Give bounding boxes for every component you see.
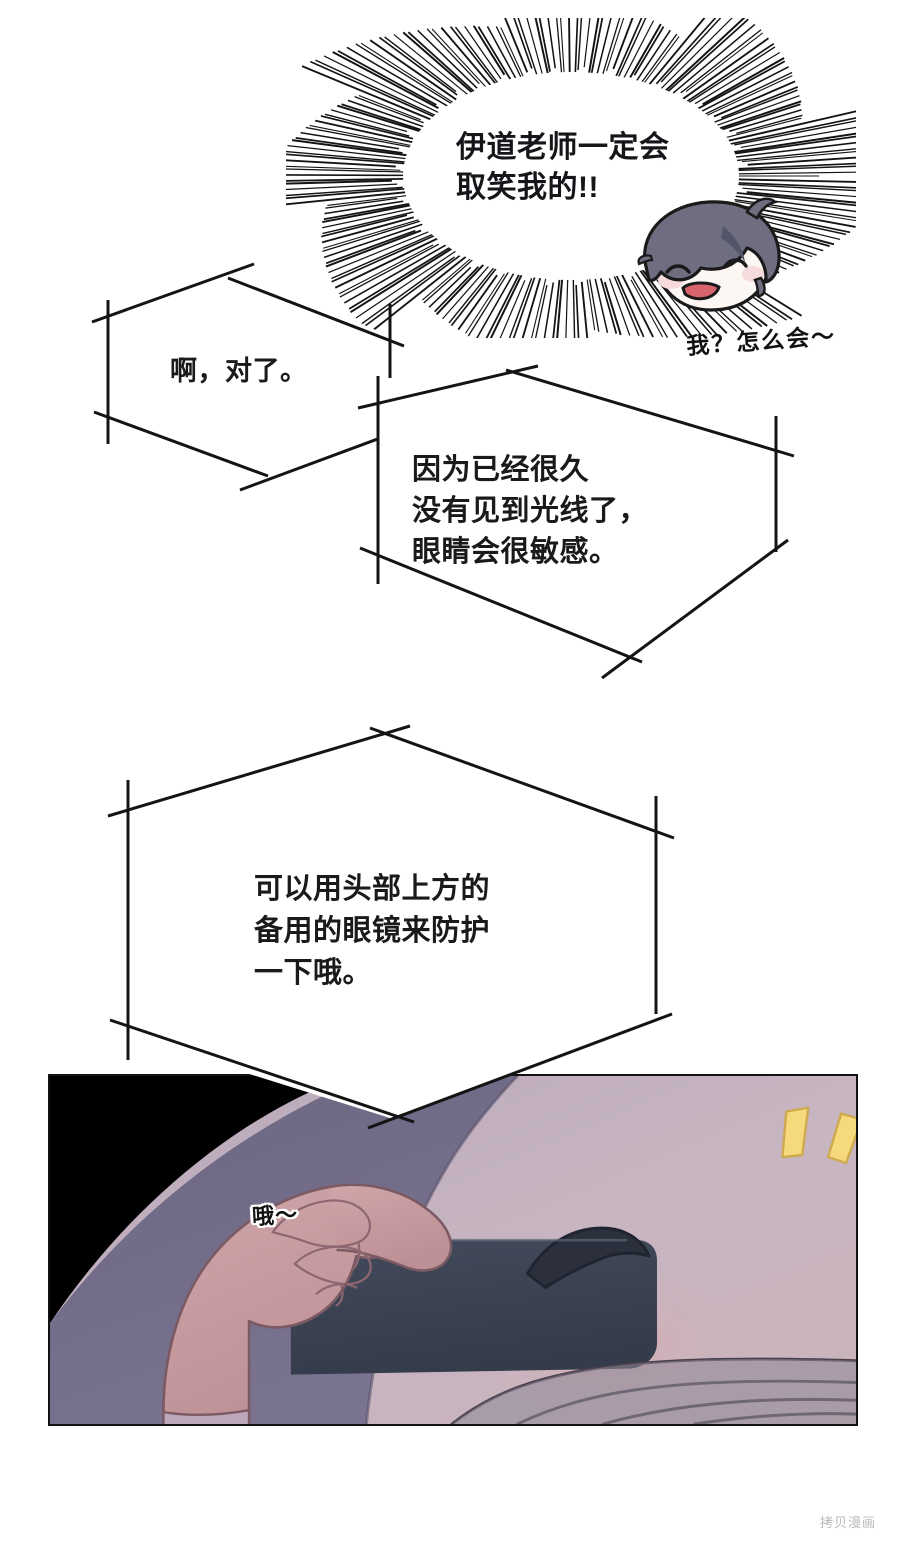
panel-sfx-text: 哦～ [251, 1202, 299, 1231]
hex-bubble-2: 因为已经很久 没有见到光线了， 眼睛会很敏感。 [352, 352, 802, 692]
hex-bubble-1-shape [91, 262, 405, 492]
chibi-character-head [627, 196, 793, 331]
hex-bubble-3-shape [107, 724, 675, 1130]
hex-bubble-2-text: 因为已经很久 没有见到光线了， 眼睛会很敏感。 [412, 454, 649, 569]
comic-art-panel [48, 1074, 858, 1426]
hex-bubble-3: 可以用头部上方的 备用的眼镜来防护 一下哦。 [104, 718, 680, 1138]
sparkle-marks [781, 1106, 856, 1165]
impact-bubble-text: 伊道老师一定会 取笑我的!! [456, 131, 670, 205]
chibi-face-drawing [637, 197, 781, 312]
panel-artwork [50, 1076, 856, 1424]
hex-bubble-3-text: 可以用头部上方的 备用的眼镜来防护 一下哦。 [254, 873, 491, 990]
hex-bubble-1-text: 啊，对了。 [170, 356, 308, 386]
hex-bubble-1: 啊，对了。 [88, 258, 408, 498]
hex-bubble-2-shape [357, 364, 795, 680]
site-watermark: 拷贝漫画 [820, 1516, 877, 1531]
